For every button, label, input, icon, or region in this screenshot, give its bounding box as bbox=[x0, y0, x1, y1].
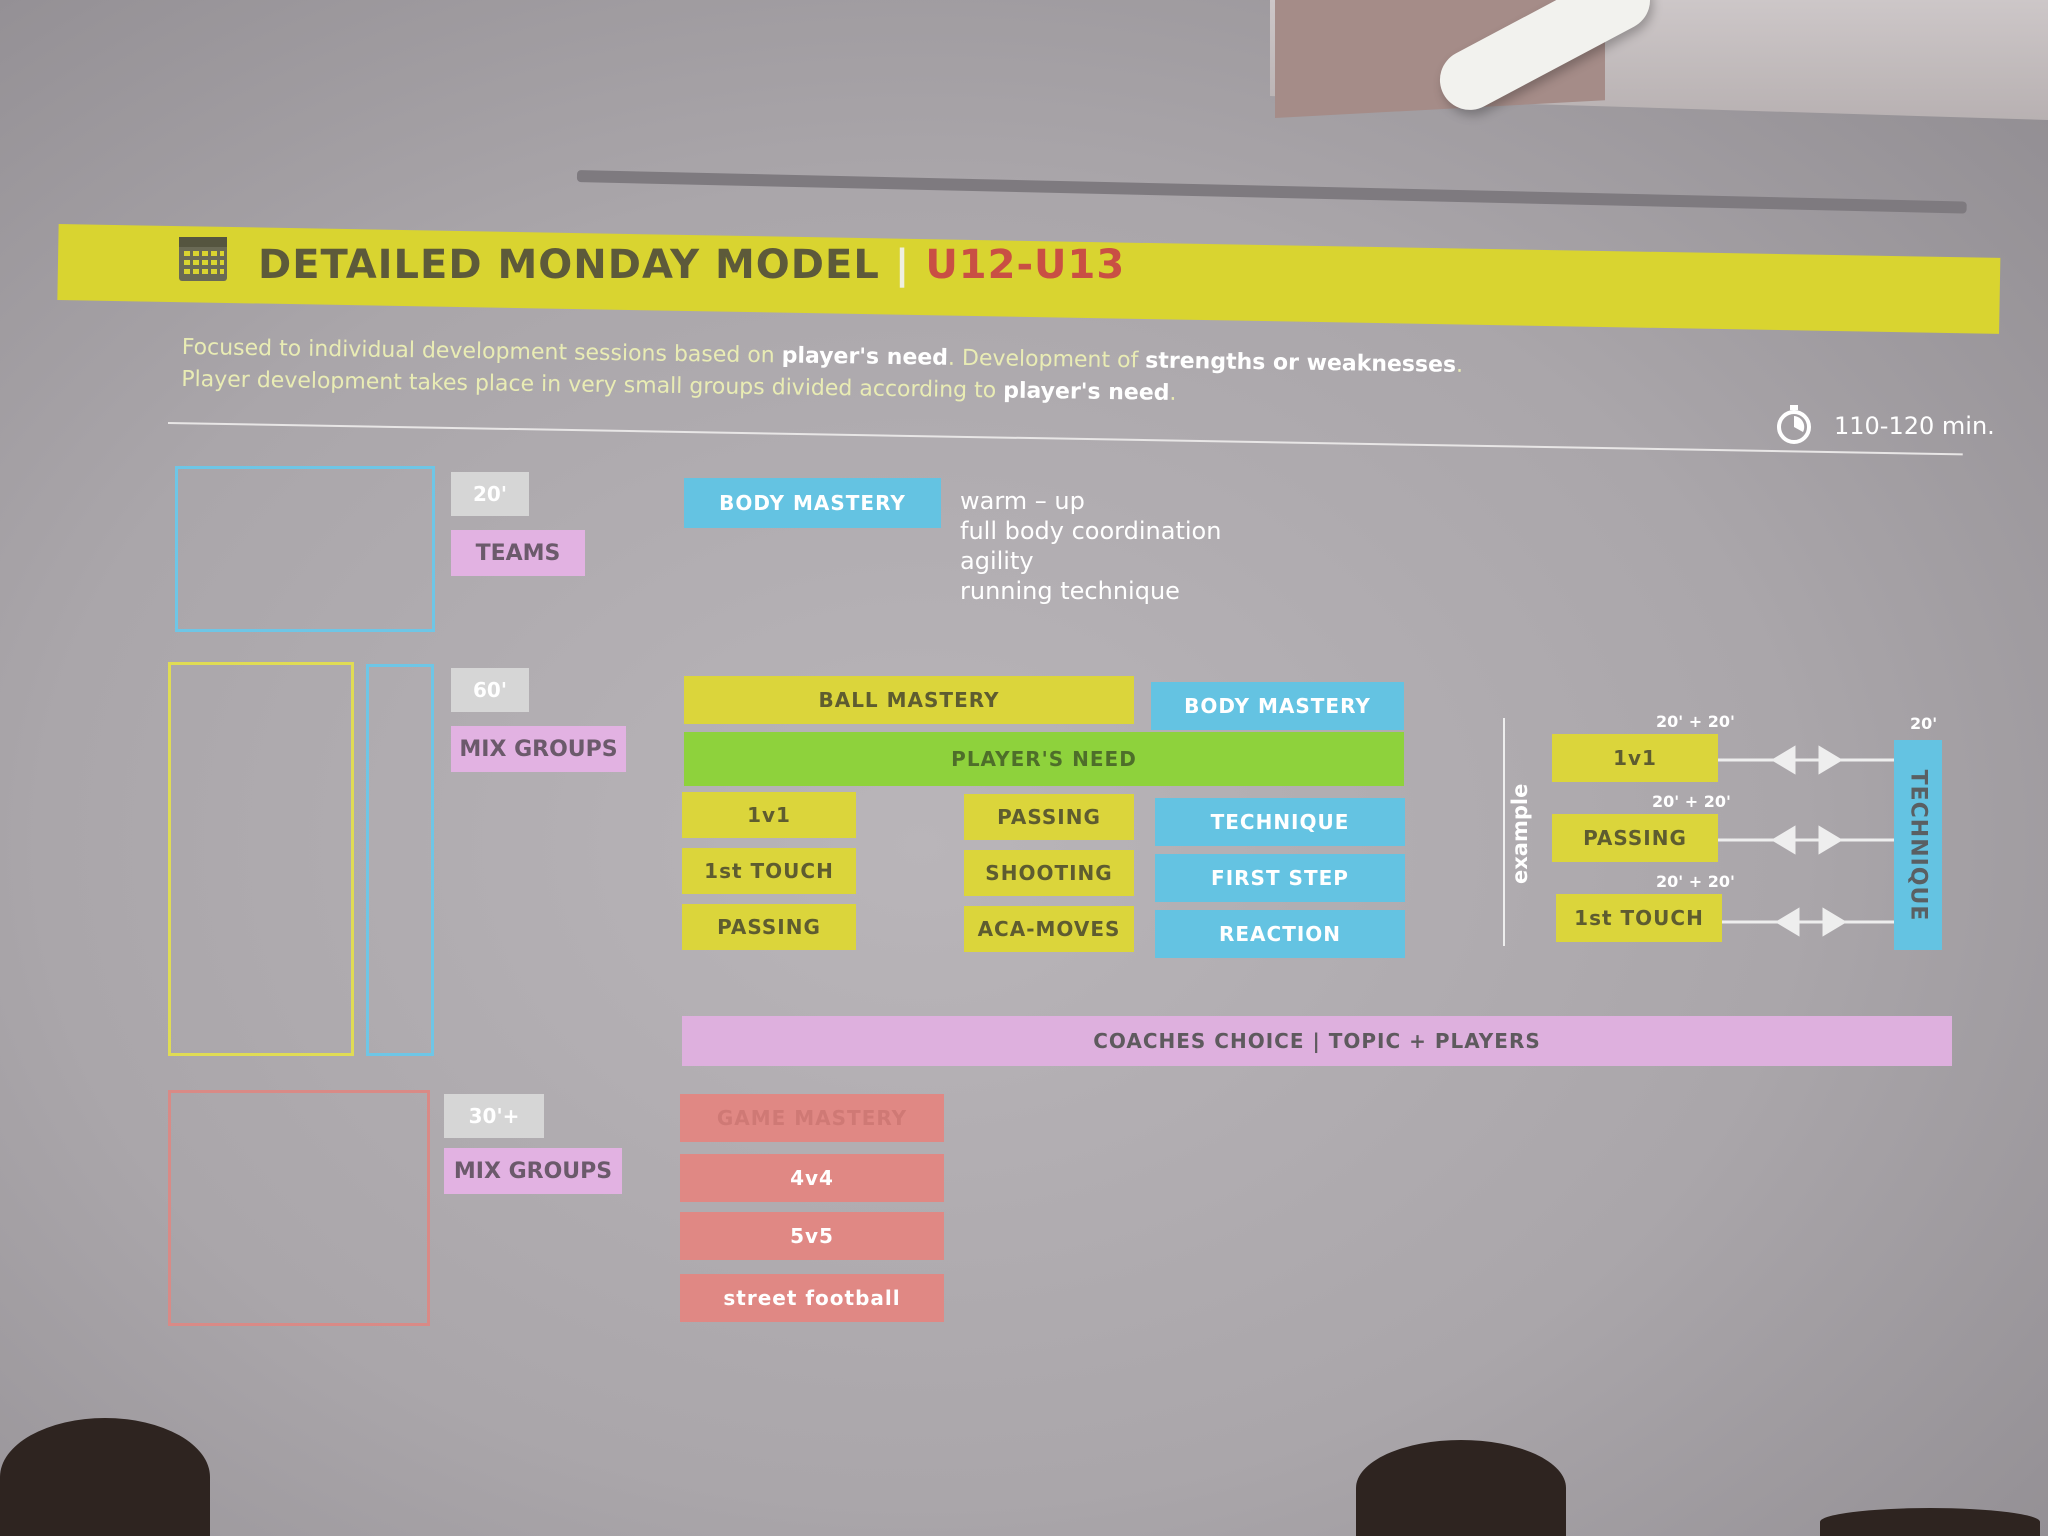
technique-label: TECHNIQUE bbox=[1905, 769, 1931, 921]
intro-highlight: player's need bbox=[781, 343, 949, 371]
game-item: 5v5 bbox=[680, 1212, 944, 1260]
col3-item: TECHNIQUE bbox=[1155, 798, 1405, 846]
session-duration: 110-120 min. bbox=[1834, 412, 1995, 440]
screen-rail bbox=[576, 170, 1967, 214]
example-label: example bbox=[1508, 783, 1532, 884]
intro-highlight: strengths or weaknesses bbox=[1145, 348, 1457, 378]
example-time-label: 20' + 20' bbox=[1656, 872, 1735, 891]
game-mastery-block: GAME MASTERY bbox=[680, 1094, 944, 1142]
body-mastery-block-2: BODY MASTERY bbox=[1151, 682, 1404, 730]
body-mastery-block: BODY MASTERY bbox=[684, 478, 941, 528]
intro-text: Focused to individual development sessio… bbox=[181, 332, 1463, 414]
intro-text-part: . Development of bbox=[947, 345, 1146, 374]
intro-text-part: . bbox=[1169, 380, 1177, 406]
col2-item: SHOOTING bbox=[964, 850, 1134, 896]
col3-item: REACTION bbox=[1155, 910, 1405, 958]
example-divider bbox=[1503, 718, 1505, 946]
coaches-choice-block: COACHES CHOICE | TOPIC + PLAYERS bbox=[682, 1016, 1952, 1066]
title-text: DETAILED MONDAY MODEL bbox=[258, 242, 880, 288]
col1-item: PASSING bbox=[682, 904, 856, 950]
example-row-block: PASSING bbox=[1552, 814, 1718, 862]
col1-item: 1v1 bbox=[682, 792, 856, 838]
intro-highlight: player's need bbox=[1003, 378, 1170, 406]
block1-frame bbox=[175, 466, 435, 632]
warmup-list: warm – up full body coordination agility… bbox=[960, 486, 1221, 606]
block2-group-badge: MIX GROUPS bbox=[451, 726, 626, 772]
audience-head bbox=[1356, 1440, 1566, 1536]
example-row-block: 1st TOUCH bbox=[1556, 894, 1722, 942]
stopwatch-icon bbox=[1774, 404, 1814, 444]
warmup-item: warm – up bbox=[960, 487, 1085, 515]
block3-frame bbox=[168, 1090, 430, 1326]
game-item: street football bbox=[680, 1274, 944, 1322]
ball-mastery-block: BALL MASTERY bbox=[684, 676, 1134, 724]
block3-group-badge: MIX GROUPS bbox=[444, 1148, 622, 1194]
col3-item: FIRST STEP bbox=[1155, 854, 1405, 902]
block3-time-badge: 30'+ bbox=[444, 1094, 544, 1138]
col2-item: PASSING bbox=[964, 794, 1134, 840]
warmup-item: agility bbox=[960, 547, 1034, 575]
audience-head bbox=[0, 1418, 210, 1536]
title-separator: | bbox=[894, 242, 911, 288]
block1-time-badge: 20' bbox=[451, 472, 529, 516]
example-time-label: 20' + 20' bbox=[1652, 792, 1731, 811]
page-title: DETAILED MONDAY MODEL | U12-U13 bbox=[258, 242, 1125, 288]
calendar-icon bbox=[178, 236, 228, 282]
col2-item: ACA-MOVES bbox=[964, 906, 1134, 952]
title-subtitle: U12-U13 bbox=[925, 242, 1126, 288]
divider bbox=[167, 422, 1963, 456]
players-need-block: PLAYER'S NEED bbox=[684, 732, 1404, 786]
example-row-block: 1v1 bbox=[1552, 734, 1718, 782]
audience-head bbox=[1820, 1508, 2040, 1536]
intro-text-part: Focused to individual development sessio… bbox=[181, 334, 782, 369]
intro-text-part: . bbox=[1455, 352, 1464, 378]
block2-time-badge: 60' bbox=[451, 668, 529, 712]
col1-item: 1st TOUCH bbox=[682, 848, 856, 894]
example-time-label: 20' + 20' bbox=[1656, 712, 1735, 731]
double-arrow-icons bbox=[1718, 745, 1894, 937]
block1-group-badge: TEAMS bbox=[451, 530, 585, 576]
block2-frame-blue bbox=[366, 664, 434, 1056]
technique-vertical-block: TECHNIQUE bbox=[1894, 740, 1942, 950]
warmup-item: full body coordination bbox=[960, 517, 1222, 545]
block2-frame-yellow bbox=[168, 662, 354, 1056]
game-item: 4v4 bbox=[680, 1154, 944, 1202]
technique-time-label: 20' bbox=[1910, 714, 1938, 733]
warmup-item: running technique bbox=[960, 577, 1180, 605]
